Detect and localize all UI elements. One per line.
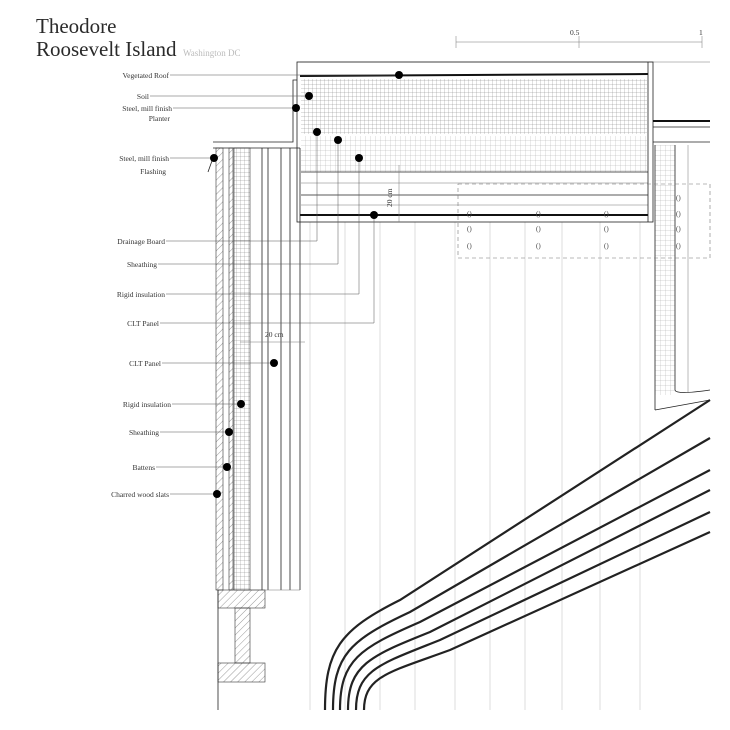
label-steel-planter: Steel, mill finish [122, 104, 172, 113]
svg-text:(): () [467, 225, 472, 233]
label-drainage-board: Drainage Board [117, 237, 165, 246]
label-sheathing-wall: Sheathing [129, 428, 159, 437]
label-rigid-insulation-roof: Rigid insulation [117, 290, 165, 299]
svg-text:(): () [536, 242, 541, 250]
label-vegetated-roof: Vegetated Roof [123, 71, 170, 80]
drainage-layer [301, 136, 647, 172]
curved-beams [323, 399, 711, 711]
scale-mid-label: 0.5 [570, 28, 580, 37]
label-charred-wood-slats: Charred wood slats [111, 490, 169, 499]
label-flashing: Flashing [140, 167, 166, 176]
svg-text:(): () [604, 225, 609, 233]
label-clt-panel-wall: CLT Panel [129, 359, 161, 368]
wall-assembly: 20 cm [207, 79, 305, 710]
soil-layer [301, 79, 647, 134]
battens [228, 147, 234, 591]
fasteners: () () () () () () () () () () () () () [467, 194, 681, 250]
title-line2: Roosevelt Island [36, 37, 177, 61]
label-clt-panel-roof: CLT Panel [127, 319, 159, 328]
svg-text:(): () [676, 210, 681, 218]
title-line1: Theodore [36, 14, 116, 38]
svg-text:(): () [536, 210, 541, 218]
label-battens: Battens [133, 463, 156, 472]
label-planter: Planter [149, 114, 171, 123]
scale-bar: 0.5 1 [455, 28, 703, 48]
roof-edge-right [457, 120, 711, 411]
svg-text:(): () [604, 210, 609, 218]
charred-wood-slats [215, 147, 224, 591]
wall-dimension: 20 cm [265, 330, 284, 339]
svg-text:(): () [676, 194, 681, 202]
svg-text:(): () [536, 225, 541, 233]
label-steel-flashing: Steel, mill finish [119, 154, 169, 163]
material-labels: Vegetated Roof Soil Steel, mill finish P… [111, 71, 172, 499]
label-soil: Soil [137, 92, 149, 101]
planter-dimension: 20 cm [385, 188, 394, 207]
svg-text:(): () [676, 242, 681, 250]
background-grid-lines [309, 222, 641, 710]
svg-text:(): () [676, 225, 681, 233]
planter: 20 cm [296, 61, 654, 223]
svg-text:(): () [604, 242, 609, 250]
label-sheathing-roof: Sheathing [127, 260, 157, 269]
svg-text:(): () [467, 242, 472, 250]
leader-dots [210, 71, 403, 498]
leader-lines [150, 74, 399, 495]
rigid-insulation [233, 147, 251, 591]
scale-end-label: 1 [699, 28, 703, 37]
svg-text:(): () [467, 210, 472, 218]
label-rigid-insulation-wall: Rigid insulation [123, 400, 171, 409]
title-location: Washington DC [183, 48, 241, 58]
